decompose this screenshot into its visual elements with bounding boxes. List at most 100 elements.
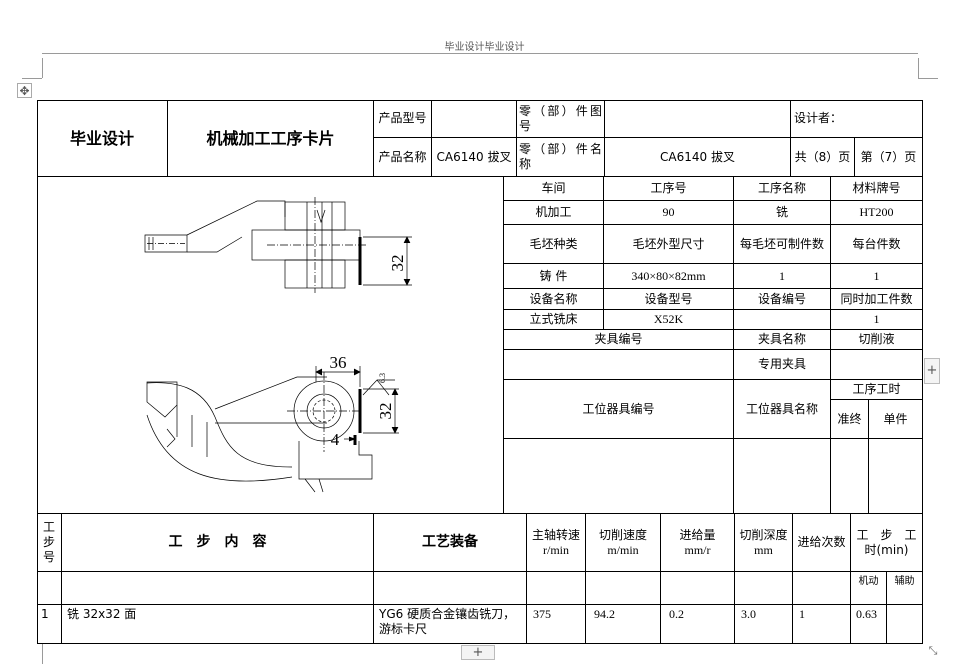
blank-row-passes[interactable] [793, 572, 851, 605]
blank-row-spindle[interactable] [527, 572, 586, 605]
col-depth-unit: mm [754, 542, 773, 557]
product-name-label: 产品名称 [374, 138, 432, 177]
step-row-content[interactable]: 铣 32x32 面 [62, 605, 374, 644]
part-drawing-value[interactable] [605, 100, 791, 138]
col-speed-unit: m/min [607, 542, 639, 557]
page-number: 第（7）页 [855, 138, 923, 177]
col-time-machine: 机动 [851, 572, 887, 605]
part-drawing: 32 [144, 197, 412, 493]
coolant-value[interactable] [831, 350, 923, 380]
step-row-speed[interactable]: 94.2 [586, 605, 661, 644]
step-row-spindle[interactable]: 375 [527, 605, 586, 644]
product-model-label: 产品型号 [374, 100, 432, 138]
fixture-name-label: 夹具名称 [734, 330, 831, 350]
blank-row-equipment[interactable] [374, 572, 527, 605]
col-depth: 切削深度 mm [735, 514, 793, 572]
part-name-label: 零（部）件名称 [517, 138, 605, 177]
product-model-value[interactable] [432, 100, 517, 138]
step-row-no[interactable]: 1 [37, 605, 62, 644]
add-column-button[interactable]: + [924, 358, 940, 384]
col-content: 工 步 内 容 [62, 514, 374, 572]
col-feed: 进给量 mm/r [661, 514, 735, 572]
part-name-value[interactable]: CA6140 拔叉 [605, 138, 791, 177]
col-spindle-unit: r/min [543, 542, 569, 557]
col-feed-unit: mm/r [684, 542, 711, 557]
process-card-table: 毕业设计 机械加工工序卡片 产品型号 零（部）件图号 设计者： 产品名称 CA6… [37, 100, 923, 644]
blank-size-value[interactable]: 340×80×82mm [604, 264, 734, 289]
op-time-unit-value[interactable] [869, 439, 923, 514]
op-name-value[interactable]: 铣 [734, 201, 831, 225]
table-move-handle[interactable]: ✥ [17, 83, 32, 98]
page-header-text: 毕业设计毕业设计 [444, 42, 525, 53]
add-row-button[interactable]: + [461, 645, 495, 660]
fixture-name-value[interactable]: 专用夹具 [734, 350, 831, 380]
col-passes: 进给次数 [793, 514, 851, 572]
col-time-aux: 辅助 [887, 572, 923, 605]
col-speed-label: 切削速度 [598, 527, 647, 542]
op-no-value[interactable]: 90 [604, 201, 734, 225]
dim-32: 32 [376, 403, 395, 420]
margin-mark [918, 58, 919, 78]
front-view [146, 366, 399, 493]
blank-size-label: 毛坯外型尺寸 [604, 225, 734, 264]
equip-no-value[interactable] [734, 310, 831, 330]
parts-per-unit-value[interactable]: 1 [831, 264, 923, 289]
dim-4: 4 [331, 430, 340, 449]
card-name: 机械加工工序卡片 [168, 100, 374, 177]
blank-type-label: 毛坯种类 [504, 225, 604, 264]
blank-type-value[interactable]: 铸 件 [504, 264, 604, 289]
op-time-prep-label: 准终 [831, 400, 869, 439]
op-name-label: 工序名称 [734, 177, 831, 201]
step-row-passes[interactable]: 1 [793, 605, 851, 644]
equip-model-label: 设备型号 [604, 289, 734, 310]
col-feed-label: 进给量 [679, 527, 716, 542]
col-speed: 切削速度 m/min [586, 514, 661, 572]
fixture-no-label: 夹具编号 [504, 330, 734, 350]
top-view [144, 197, 412, 293]
simul-parts-label: 同时加工件数 [831, 289, 923, 310]
simul-parts-value[interactable]: 1 [831, 310, 923, 330]
blank-row-content[interactable] [62, 572, 374, 605]
col-spindle-label: 主轴转速 [531, 527, 580, 542]
blank-row-depth[interactable] [735, 572, 793, 605]
station-tool-name-label: 工位器具名称 [734, 380, 831, 439]
step-row-feed[interactable]: 0.2 [661, 605, 735, 644]
col-step-no: 工步号 [37, 514, 62, 572]
margin-mark [22, 78, 42, 79]
total-pages: 共（8）页 [791, 138, 855, 177]
col-time: 工 步 工时(min) [851, 514, 923, 572]
margin-mark [918, 78, 938, 79]
col-spindle: 主轴转速 r/min [527, 514, 586, 572]
blank-row-step-no[interactable] [37, 572, 62, 605]
material-value[interactable]: HT200 [831, 201, 923, 225]
op-time-label: 工序工时 [831, 380, 923, 400]
roughness-value: 6.3 [378, 373, 387, 383]
blank-row-feed[interactable] [661, 572, 735, 605]
step-row-depth[interactable]: 3.0 [735, 605, 793, 644]
step-row-time-machine[interactable]: 0.63 [851, 605, 887, 644]
product-name-value[interactable]: CA6140 拔叉 [432, 138, 517, 177]
equip-model-value[interactable]: X52K [604, 310, 734, 330]
equip-no-label: 设备编号 [734, 289, 831, 310]
parts-per-blank-label: 每毛坯可制件数 [734, 225, 831, 264]
parts-per-blank-value[interactable]: 1 [734, 264, 831, 289]
station-tool-no-value[interactable] [504, 439, 734, 514]
station-tool-no-label: 工位器具编号 [504, 380, 734, 439]
col-equipment: 工艺装备 [374, 514, 527, 572]
blank-row-speed[interactable] [586, 572, 661, 605]
step-row-time-aux[interactable] [887, 605, 923, 644]
part-drawing-label: 零（部）件图号 [517, 100, 605, 138]
material-label: 材料牌号 [831, 177, 923, 201]
op-no-label: 工序号 [604, 177, 734, 201]
op-time-prep-value[interactable] [831, 439, 869, 514]
station-tool-name-value[interactable] [734, 439, 831, 514]
col-depth-label: 切削深度 [739, 527, 788, 542]
table-resize-handle[interactable]: ⤡ [928, 644, 938, 657]
workshop-label: 车间 [504, 177, 604, 201]
step-row-equipment[interactable]: YG6 硬质合金镶齿铣刀，游标卡尺 [374, 605, 527, 644]
workshop-value[interactable]: 机加工 [504, 201, 604, 225]
margin-mark [42, 644, 43, 664]
equip-name-value[interactable]: 立式铣床 [504, 310, 604, 330]
page-header-rule [42, 53, 918, 54]
fixture-no-value[interactable] [504, 350, 734, 380]
